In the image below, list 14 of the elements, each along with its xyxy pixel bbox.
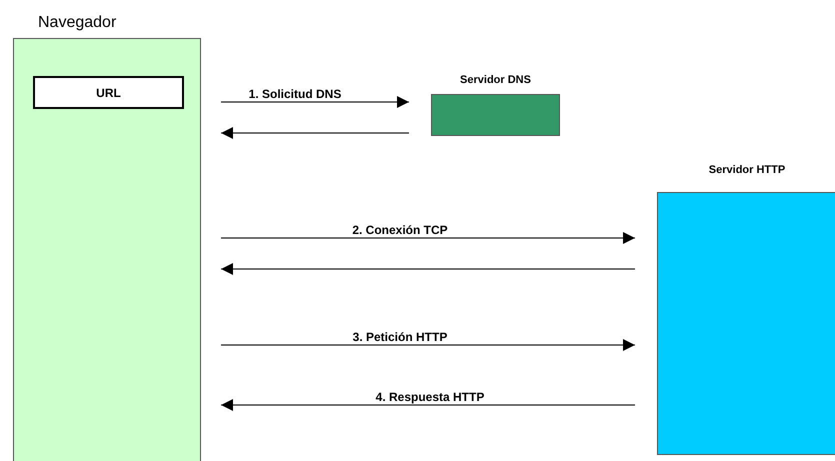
node-heading: Servidor HTTP bbox=[708, 164, 786, 176]
arrow bbox=[220, 127, 410, 139]
edge-label: 4. Respuesta HTTP bbox=[374, 390, 486, 404]
arrow bbox=[220, 263, 636, 275]
url-field: URL bbox=[33, 76, 184, 109]
edge-label: 3. Petición HTTP bbox=[350, 330, 450, 344]
arrow bbox=[220, 339, 636, 351]
node-heading: Navegador bbox=[38, 14, 116, 32]
edge-label: 1. Solicitud DNS bbox=[246, 87, 344, 101]
arrow bbox=[220, 96, 410, 108]
arrow bbox=[220, 232, 636, 244]
node-heading: Servidor DNS bbox=[460, 74, 531, 86]
arrow bbox=[220, 399, 636, 411]
edge-label: 2. Conexión TCP bbox=[350, 223, 450, 237]
